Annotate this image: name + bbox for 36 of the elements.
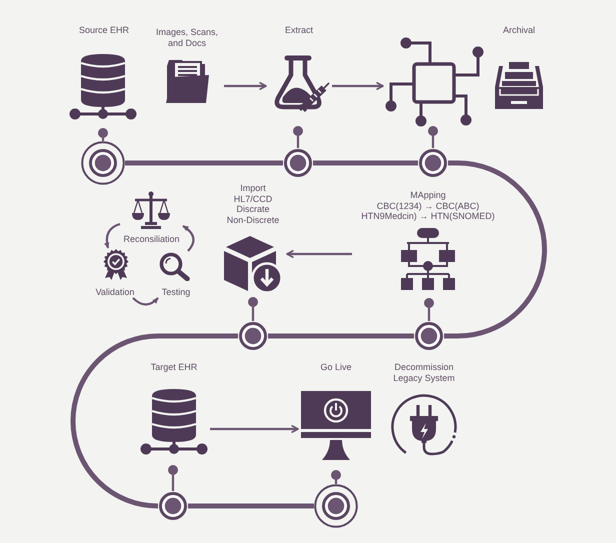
timeline-track bbox=[188, 504, 314, 508]
step-label: Archival bbox=[502, 25, 535, 36]
pin-line bbox=[428, 126, 438, 148]
step-label: Testing bbox=[162, 287, 190, 298]
arrow bbox=[332, 82, 384, 90]
step-detail: Non-Discrete bbox=[226, 214, 280, 226]
step-detail: CBC(1234) → CBC(ABC) bbox=[376, 200, 480, 212]
pin-line bbox=[248, 297, 258, 321]
arrow bbox=[210, 425, 299, 433]
pin-line bbox=[98, 128, 108, 141]
pin-line bbox=[424, 298, 434, 321]
pin-line bbox=[168, 465, 178, 491]
step-detail: HL7/CCD bbox=[234, 194, 272, 204]
step-label: Extract bbox=[284, 25, 313, 36]
cycle-arrow bbox=[182, 225, 194, 252]
step-label: Source EHR bbox=[78, 25, 130, 36]
timeline-track bbox=[313, 160, 418, 166]
step-label: Go Live bbox=[320, 362, 352, 373]
timeline-track bbox=[268, 334, 414, 338]
timeline-track bbox=[70, 334, 238, 508]
step-label: Reconsiliation bbox=[123, 234, 180, 245]
step-label: MApping bbox=[410, 190, 446, 201]
step-label: Target EHR bbox=[150, 362, 198, 373]
timeline-track bbox=[125, 160, 283, 166]
step-label: Decommission Legacy System bbox=[392, 362, 456, 384]
step-label: Images, Scans, and Docs bbox=[154, 27, 220, 48]
step-label: Import bbox=[240, 183, 266, 194]
step-label: Validation bbox=[96, 287, 134, 298]
cycle-arrow bbox=[132, 297, 159, 306]
step-detail: Discrate bbox=[236, 204, 270, 215]
arrow bbox=[286, 250, 352, 258]
arrow bbox=[224, 82, 267, 90]
pin-line bbox=[293, 126, 303, 148]
step-detail: HTN9Medcin) → HTN(SNOMED) bbox=[361, 211, 495, 222]
pin-line bbox=[331, 470, 341, 484]
timeline-track bbox=[444, 160, 547, 338]
